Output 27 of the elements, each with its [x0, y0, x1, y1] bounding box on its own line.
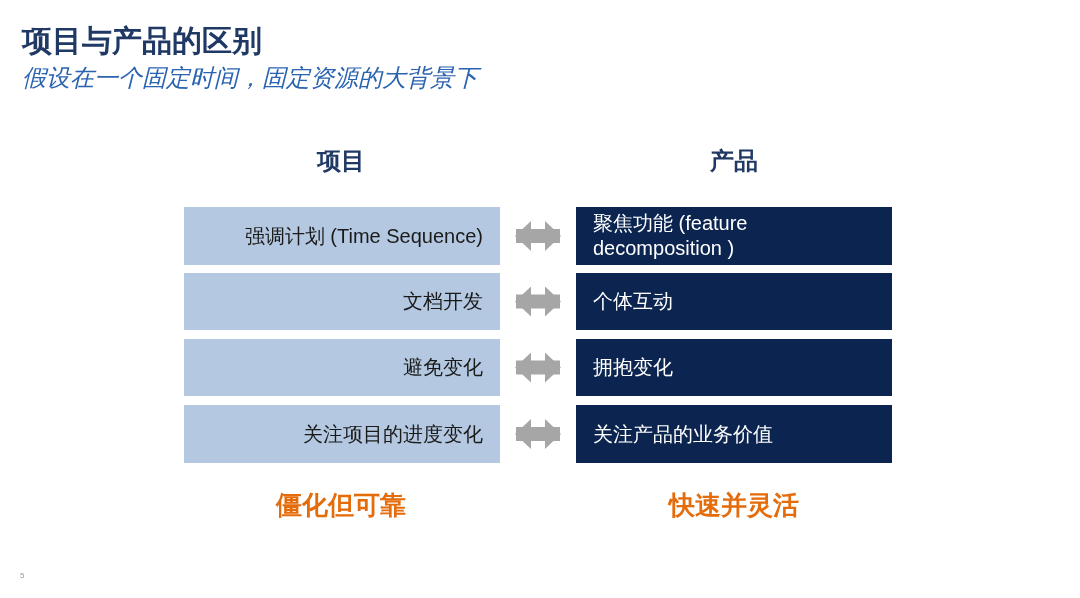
- comparison-box: [184, 405, 500, 463]
- title: 项目与产品的区别: [22, 23, 262, 59]
- comparison-box: [576, 339, 892, 396]
- summary-text: 快速并灵活: [667, 489, 800, 522]
- box-text: 关注产品的业务价值: [593, 421, 773, 447]
- comparison-box: [576, 207, 892, 265]
- comparison-box: [184, 273, 500, 330]
- comparison-box: [184, 207, 500, 265]
- box-text: 拥抱变化: [593, 355, 673, 380]
- box-text: 避免变化: [403, 355, 483, 380]
- column-heading: 产品: [709, 146, 759, 176]
- comparison-box: [184, 339, 500, 396]
- page-number: 5: [20, 570, 26, 582]
- double-arrow: [515, 286, 561, 317]
- double-arrow: [515, 352, 561, 383]
- summary-text: 僵化但可靠: [274, 489, 407, 522]
- box-text: 强调计划 (Time Sequence): [244, 223, 483, 249]
- box-text: 个体互动: [593, 289, 673, 314]
- column-heading: 项目: [315, 146, 366, 176]
- double-arrow: [515, 419, 561, 449]
- box-text: 聚焦功能 (feature decomposition ): [593, 211, 749, 261]
- box-text: 关注项目的进度变化: [303, 421, 483, 447]
- box-text: 文档开发: [403, 289, 483, 314]
- subtitle: 假设在一个固定时间，固定资源的大背景下: [22, 60, 722, 96]
- double-arrow: [515, 221, 561, 251]
- comparison-box: [576, 405, 892, 463]
- comparison-box: [576, 273, 892, 330]
